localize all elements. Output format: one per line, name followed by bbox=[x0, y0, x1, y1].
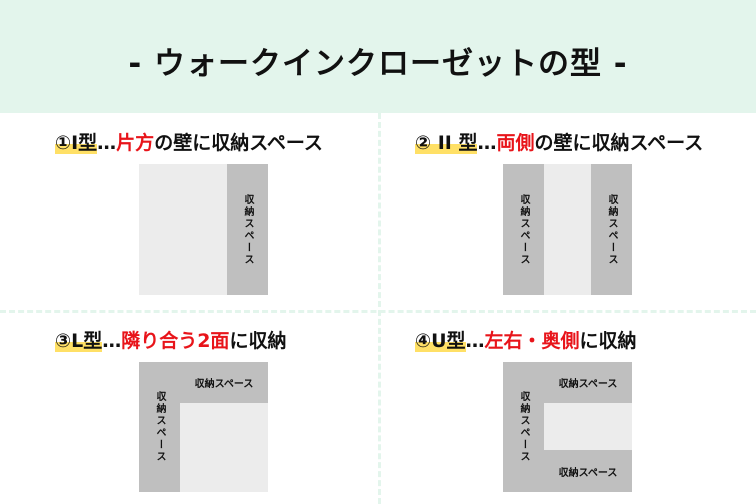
storage-area-right: 収納スペース bbox=[591, 164, 632, 295]
storage-label: 収納スペース bbox=[606, 193, 617, 266]
type-label: ③L型 bbox=[55, 330, 103, 352]
ellipsis: … bbox=[102, 330, 122, 352]
storage-area-top: 収納スペース bbox=[544, 362, 632, 403]
storage-area-left: 収納スペース bbox=[503, 164, 544, 295]
rest-text: に収納 bbox=[229, 330, 287, 352]
type-label: ④U型 bbox=[415, 330, 466, 352]
ellipsis: … bbox=[97, 132, 117, 154]
highlight-text: 隣り合う2面 bbox=[121, 330, 230, 352]
type-label: ①I型 bbox=[55, 132, 98, 154]
vertical-divider bbox=[378, 113, 381, 504]
rest-text: の壁に収納スペース bbox=[534, 132, 704, 154]
page-title: - ウォークインクローゼットの型 - bbox=[128, 46, 628, 82]
panel-title-l-type: ③L型…隣り合う2面に収納 bbox=[55, 326, 286, 353]
panel-title-ii-type: ② II 型…両側の壁に収納スペース bbox=[415, 128, 703, 155]
highlight-text: 両側 bbox=[496, 132, 535, 154]
l-type-diagram: 収納スペース 収納スペース bbox=[139, 362, 268, 492]
storage-label: 収納スペース bbox=[558, 467, 618, 479]
ii-type-diagram: 収納スペース 収納スペース bbox=[503, 164, 632, 295]
ellipsis: … bbox=[477, 132, 497, 154]
highlight-text: 片方 bbox=[116, 132, 155, 154]
storage-label: 収納スペース bbox=[558, 379, 618, 390]
highlight-text: 左右・奥側 bbox=[484, 330, 580, 352]
storage-area: 収納スペース bbox=[227, 164, 268, 295]
storage-area-left: 収納スペース bbox=[503, 362, 544, 492]
ellipsis: … bbox=[465, 330, 485, 352]
storage-label: 収納スペース bbox=[518, 391, 529, 463]
storage-area-bottom: 収納スペース bbox=[544, 450, 632, 492]
storage-label: 収納スペース bbox=[154, 391, 165, 463]
panel-title-u-type: ④U型…左右・奥側に収納 bbox=[415, 326, 637, 353]
panel-title-i-type: ①I型…片方の壁に収納スペース bbox=[55, 128, 323, 155]
i-type-diagram: 収納スペース bbox=[139, 164, 268, 295]
storage-label: 収納スペース bbox=[242, 193, 253, 266]
storage-area-top: 収納スペース bbox=[180, 362, 268, 403]
u-type-diagram: 収納スペース 収納スペース 収納スペース bbox=[503, 362, 632, 492]
header-banner: - ウォークインクローゼットの型 - bbox=[0, 0, 756, 113]
type-label: ② II 型 bbox=[415, 132, 478, 154]
storage-label: 収納スペース bbox=[194, 379, 254, 390]
rest-text: に収納 bbox=[579, 330, 637, 352]
rest-text: の壁に収納スペース bbox=[154, 132, 323, 154]
storage-label: 収納スペース bbox=[518, 193, 529, 266]
storage-area-left: 収納スペース bbox=[139, 362, 180, 492]
